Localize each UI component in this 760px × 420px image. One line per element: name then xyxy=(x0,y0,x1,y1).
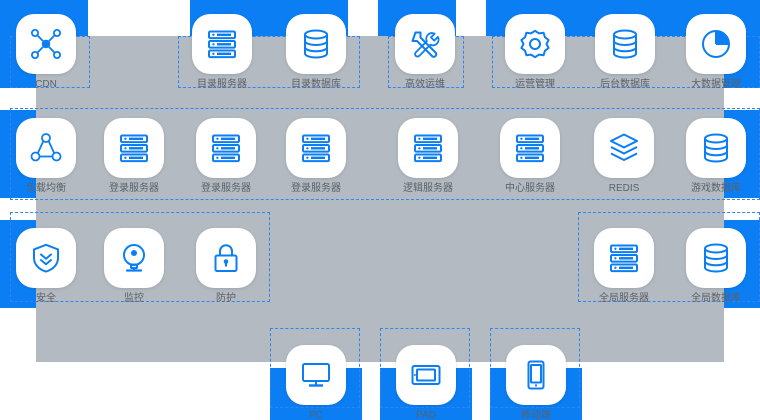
tile-monitor[interactable]: 监控 xyxy=(104,228,164,305)
server-rack-icon xyxy=(104,118,164,178)
server-rack-icon xyxy=(500,118,560,178)
tile-label-ops-mgmt: 运营管理 xyxy=(515,79,555,90)
tile-label-redis: REDIS xyxy=(608,183,640,194)
server-rack-icon xyxy=(196,118,256,178)
lock-icon xyxy=(196,228,256,288)
smartphone-icon xyxy=(506,345,566,405)
tile-label-security: 安全 xyxy=(36,293,56,304)
tablet-icon xyxy=(396,345,456,405)
group-directory xyxy=(178,36,360,88)
tile-redis[interactable]: REDIS xyxy=(594,118,654,195)
stack-layers-icon xyxy=(594,118,654,178)
tile-dir-db[interactable]: 目录数据库 xyxy=(286,14,346,91)
server-rack-icon xyxy=(398,118,458,178)
tile-label-login-3: 登录服务器 xyxy=(291,183,341,194)
tile-global-db[interactable]: 全局数据库 xyxy=(686,228,746,305)
server-rack-icon xyxy=(286,118,346,178)
tile-dir-server[interactable]: 目录服务器 xyxy=(192,14,252,91)
tile-label-logic: 逻辑服务器 xyxy=(403,183,453,194)
tile-login-3[interactable]: 登录服务器 xyxy=(286,118,346,195)
desktop-monitor-icon xyxy=(286,345,346,405)
tile-global-server[interactable]: 全局服务器 xyxy=(594,228,654,305)
gear-icon xyxy=(505,14,565,74)
tile-security[interactable]: 安全 xyxy=(16,228,76,305)
tile-label-dir-server: 目录服务器 xyxy=(197,79,247,90)
tile-center[interactable]: 中心服务器 xyxy=(500,118,560,195)
tile-bigdata[interactable]: 大数据管理 xyxy=(686,14,746,91)
tile-label-login-1: 登录服务器 xyxy=(109,183,159,194)
tools-wrench-icon xyxy=(395,14,455,74)
tile-label-mobile: 移动端 xyxy=(521,410,551,420)
server-rack-icon xyxy=(192,14,252,74)
tile-label-bigdata: 大数据管理 xyxy=(691,79,741,90)
server-rack-icon xyxy=(594,228,654,288)
database-icon xyxy=(595,14,655,74)
tile-login-2[interactable]: 登录服务器 xyxy=(196,118,256,195)
tile-label-global-db: 全局数据库 xyxy=(691,293,741,304)
tile-login-1[interactable]: 登录服务器 xyxy=(104,118,164,195)
database-icon xyxy=(286,14,346,74)
tile-ops[interactable]: 高效运维 xyxy=(395,14,455,91)
tile-lb[interactable]: 负载均衡 xyxy=(16,118,76,195)
tile-label-ops: 高效运维 xyxy=(405,79,445,90)
tile-mobile[interactable]: 移动端 xyxy=(506,345,566,420)
tile-label-global-server: 全局服务器 xyxy=(599,293,649,304)
database-icon xyxy=(686,228,746,288)
tile-label-game-db: 游戏数据库 xyxy=(691,183,741,194)
group-client-pc xyxy=(270,328,360,408)
cdn-network-icon xyxy=(16,14,76,74)
group-client-pad xyxy=(380,328,470,408)
tile-label-backend-db: 后台数据库 xyxy=(600,79,650,90)
tile-label-center: 中心服务器 xyxy=(505,183,555,194)
camera-monitor-icon xyxy=(104,228,164,288)
tile-ops-mgmt[interactable]: 运营管理 xyxy=(505,14,565,91)
pie-chart-icon xyxy=(686,14,746,74)
tile-label-lb: 负载均衡 xyxy=(26,183,66,194)
tile-pc[interactable]: PC xyxy=(286,345,346,420)
tile-label-dir-db: 目录数据库 xyxy=(291,79,341,90)
tile-label-login-2: 登录服务器 xyxy=(201,183,251,194)
tile-label-pc: PC xyxy=(309,410,323,420)
tile-label-cdn: CDN xyxy=(35,79,57,90)
tile-label-protect: 防护 xyxy=(216,293,236,304)
tile-label-pad: PAD xyxy=(416,410,436,420)
tile-backend-db[interactable]: 后台数据库 xyxy=(595,14,655,91)
load-balance-icon xyxy=(16,118,76,178)
tile-cdn[interactable]: CDN xyxy=(16,14,76,91)
database-icon xyxy=(686,118,746,178)
shield-icon xyxy=(16,228,76,288)
tile-pad[interactable]: PAD xyxy=(396,345,456,420)
group-client-mobile xyxy=(490,328,580,408)
tile-game-db[interactable]: 游戏数据库 xyxy=(686,118,746,195)
tile-protect[interactable]: 防护 xyxy=(196,228,256,305)
tile-logic[interactable]: 逻辑服务器 xyxy=(398,118,458,195)
tile-label-monitor: 监控 xyxy=(124,293,144,304)
group-security xyxy=(10,212,270,302)
